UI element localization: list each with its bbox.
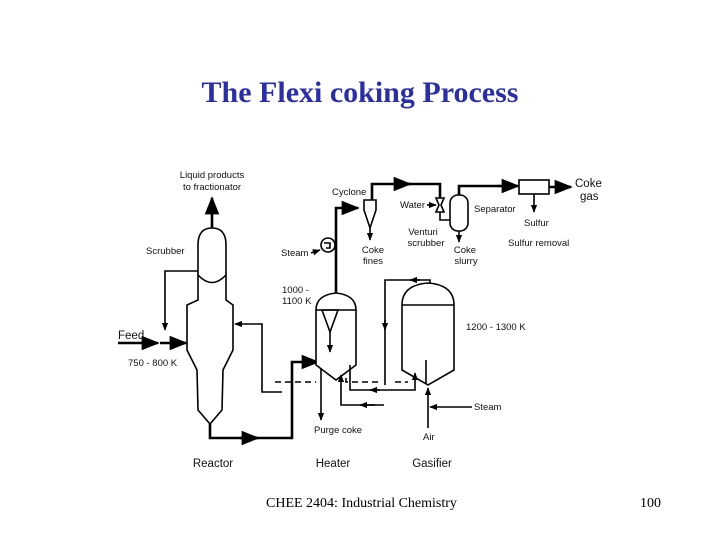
coke-fines-label-2: fines	[363, 256, 383, 267]
air-label: Air	[423, 432, 435, 443]
coke-gas-label-1: Coke	[575, 178, 602, 190]
cyclone-vessel	[363, 199, 377, 231]
steam-gasifier-label: Steam	[474, 402, 502, 413]
gasifier-label: Gasifier	[412, 458, 452, 470]
gasifier-gas-to-heater-line	[384, 279, 431, 385]
purge-coke-label: Purge coke	[314, 425, 362, 436]
reactor-temp-label: 750 - 800 K	[128, 358, 178, 369]
separator-vessel	[449, 194, 469, 232]
footer-course: CHEE 2404: Industrial Chemistry	[266, 496, 457, 511]
separator-label: Separator	[474, 204, 516, 215]
venturi-label-1: Venturi	[408, 227, 438, 238]
page-number: 100	[640, 496, 661, 511]
cyclone-to-venturi-line	[370, 182, 442, 200]
hot-coke-return-line	[234, 320, 282, 393]
separator-to-sulfur-line	[457, 184, 500, 195]
sulfur-label: Sulfur	[524, 218, 549, 229]
heater-to-cyclone-line	[334, 200, 360, 293]
venturi-label-2: scrubber	[408, 238, 445, 249]
steam-coil-icon	[320, 237, 336, 253]
sulfur-removal-unit	[518, 179, 550, 195]
scrubber-vessel	[197, 227, 227, 284]
cyclone-label: Cyclone	[332, 187, 366, 198]
coke-fines-label-1: Coke	[362, 245, 384, 256]
coke-slurry-label-1: Coke	[454, 245, 476, 256]
heater-internal-cyclone	[320, 309, 340, 335]
reactor-to-heater-line	[208, 354, 320, 440]
water-label: Water	[400, 200, 425, 211]
heater-temp-label-1: 1000 -	[282, 285, 309, 296]
scrubber-recycle-line	[161, 270, 198, 331]
scrubber-label: Scrubber	[146, 246, 185, 257]
coke-slurry-label-2: slurry	[454, 256, 477, 267]
reactor-label: Reactor	[193, 458, 233, 470]
slide-title: The Flexi coking Process	[201, 76, 519, 109]
coke-gas-label-2: gas	[580, 191, 599, 203]
feed-label: Feed	[118, 330, 144, 342]
liquid-products-label-2: to fractionator	[183, 182, 241, 193]
heater-label: Heater	[316, 458, 351, 470]
heater-temp-label-2: 1100 K	[282, 296, 312, 307]
reactor-vessel	[186, 227, 234, 426]
gasifier-temp-label: 1200 - 1300 K	[466, 322, 526, 333]
steam-heater-label: Steam	[281, 248, 309, 259]
gasifier-vessel	[401, 282, 455, 386]
liquid-products-label: Liquid products	[180, 170, 245, 181]
sulfur-removal-label: Sulfur removal	[508, 238, 569, 249]
venturi-scrubber	[434, 197, 446, 213]
